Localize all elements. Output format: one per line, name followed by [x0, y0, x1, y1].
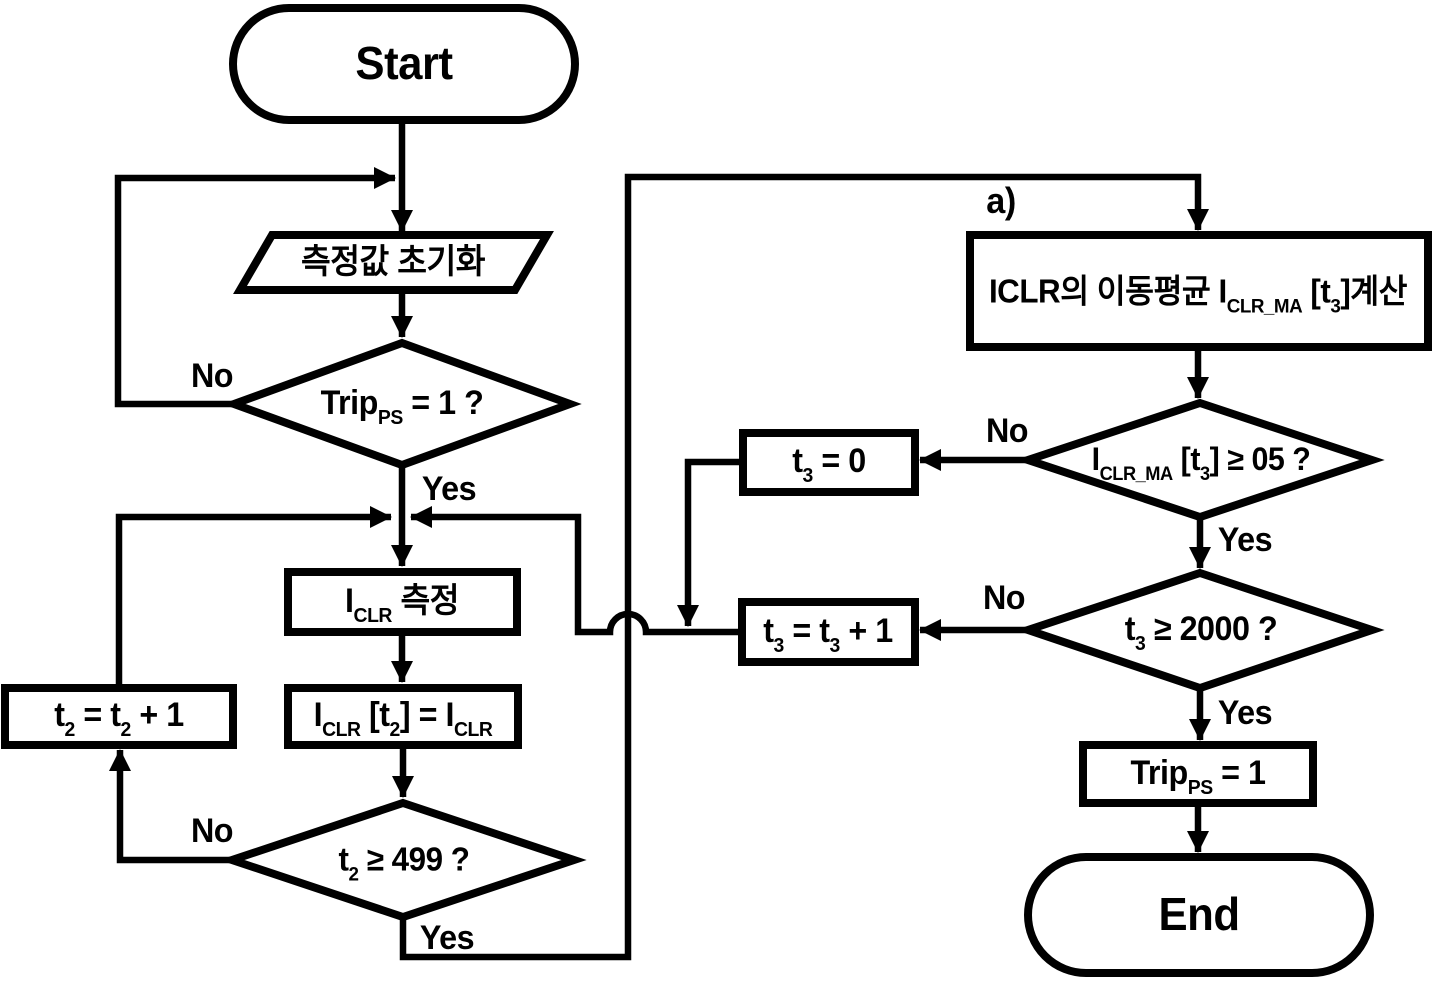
edge-label-t2-no: No: [190, 812, 234, 850]
trip-decision-shape: [222, 338, 582, 470]
section-a-label: a): [986, 180, 1016, 221]
t3-increment-label: t3 = t3 + 1: [763, 612, 893, 658]
t2-decision-shape: [219, 798, 587, 922]
edge-trip-no-loop: [114, 167, 396, 408]
t2000-decision-shape: [1015, 568, 1385, 693]
edge-label-trip-no: No: [190, 357, 234, 395]
t2-increment-label: t2 = t2 + 1: [54, 696, 184, 742]
measure-label: ICLR 측정: [345, 582, 459, 628]
edge-label-ma-no: No: [985, 412, 1029, 450]
start-label: Start: [355, 37, 453, 89]
edge-t2inc-return: [115, 506, 392, 688]
edge-t3-return-with-hop: [410, 506, 742, 636]
t2-check-label: t2 ≥ 499 ?: [338, 840, 470, 886]
t3-zero-process-shape: [739, 429, 919, 496]
end-label: End: [1158, 888, 1240, 940]
moving-average-label: ICLR의 이동평균 ICLR_MA [t3]계산: [988, 272, 1408, 318]
t2000-check-label: t3 ≥ 2000 ?: [1124, 610, 1278, 656]
edge-label-t2-yes: Yes: [419, 919, 475, 957]
ma-check-label: ICLR_MA [t3] ≥ 05 ?: [1091, 441, 1311, 485]
trip-check-label: TripPS = 1 ?: [320, 384, 484, 430]
t3-zero-label: t3 = 0: [792, 442, 866, 488]
init-io-shape: [233, 231, 554, 294]
moving-average-process-shape: [966, 231, 1432, 351]
edge-t3zero-merge: [677, 458, 743, 627]
start-terminator-shape: [229, 4, 579, 124]
trip-set-label: TripPS = 1: [1130, 754, 1266, 800]
trip-set-process-shape: [1079, 741, 1317, 807]
end-terminator-shape: [1024, 853, 1374, 977]
ma-decision-shape: [1015, 398, 1385, 522]
edge-label-ma-yes: Yes: [1217, 521, 1273, 559]
edge-label-t2000-yes: Yes: [1217, 694, 1273, 732]
edge-t2-yes-to-macalc: [399, 173, 1209, 961]
edge-label-t2000-no: No: [982, 579, 1026, 617]
init-label: 측정값 초기화: [301, 243, 485, 281]
t2-increment-process-shape: [1, 684, 237, 749]
t3-increment-process-shape: [738, 598, 919, 666]
edge-t2-no-to-t2inc: [109, 749, 232, 864]
store-process-shape: [284, 684, 522, 749]
store-label: ICLR [t2] = ICLR: [313, 696, 493, 742]
edge-label-trip-yes: Yes: [421, 470, 477, 508]
measure-process-shape: [284, 568, 521, 636]
